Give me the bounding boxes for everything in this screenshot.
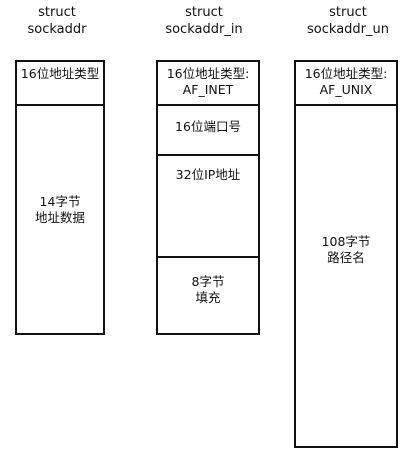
field-label: 路径名 xyxy=(327,250,365,265)
field-label: 32位IP地址 xyxy=(175,167,241,182)
field-divider xyxy=(158,154,258,156)
field-divider xyxy=(296,104,396,106)
sockaddr-box: 16位地址类型 14字节 地址数据 xyxy=(15,60,105,335)
struct-sockaddr-in-title: struct sockaddr_in xyxy=(146,4,262,38)
struct-keyword: struct xyxy=(185,5,223,20)
field-divider xyxy=(158,104,258,106)
family-field: 16位地址类型: AF_UNIX xyxy=(296,66,396,98)
padding-field: 8字节 填充 xyxy=(158,274,258,306)
struct-sockaddr-title: struct sockaddr xyxy=(8,4,106,38)
struct-keyword: struct xyxy=(329,5,367,20)
field-label: 16位地址类型: xyxy=(304,66,388,81)
field-label: 填充 xyxy=(195,290,221,305)
struct-sockaddr-un-title: struct sockaddr_un xyxy=(286,4,410,38)
field-label: 16位地址类型: xyxy=(166,66,250,81)
family-field: 16位地址类型: AF_INET xyxy=(158,66,258,98)
family-field: 16位地址类型 xyxy=(17,66,103,82)
struct-name: sockaddr_un xyxy=(307,22,389,37)
field-label: 地址数据 xyxy=(34,210,85,225)
field-label: 108字节 xyxy=(321,234,371,249)
field-divider xyxy=(158,256,258,258)
address-data-field: 14字节 地址数据 xyxy=(17,194,103,226)
field-label: 14字节 xyxy=(39,194,81,209)
field-label: AF_INET xyxy=(182,82,234,97)
struct-name: sockaddr xyxy=(27,22,87,37)
port-field: 16位端口号 xyxy=(158,119,258,135)
field-label: AF_UNIX xyxy=(319,82,373,97)
path-name-field: 108字节 路径名 xyxy=(296,234,396,266)
field-label: 16位端口号 xyxy=(175,119,241,134)
field-divider xyxy=(17,104,103,106)
field-label: 16位地址类型 xyxy=(20,66,100,81)
struct-name: sockaddr_in xyxy=(165,22,243,37)
ip-address-field: 32位IP地址 xyxy=(158,167,258,183)
struct-keyword: struct xyxy=(38,5,76,20)
sockaddr-un-box: 16位地址类型: AF_UNIX 108字节 路径名 xyxy=(294,60,398,448)
field-label: 8字节 xyxy=(191,274,225,289)
sockaddr-in-box: 16位地址类型: AF_INET 16位端口号 32位IP地址 8字节 填充 xyxy=(156,60,260,335)
